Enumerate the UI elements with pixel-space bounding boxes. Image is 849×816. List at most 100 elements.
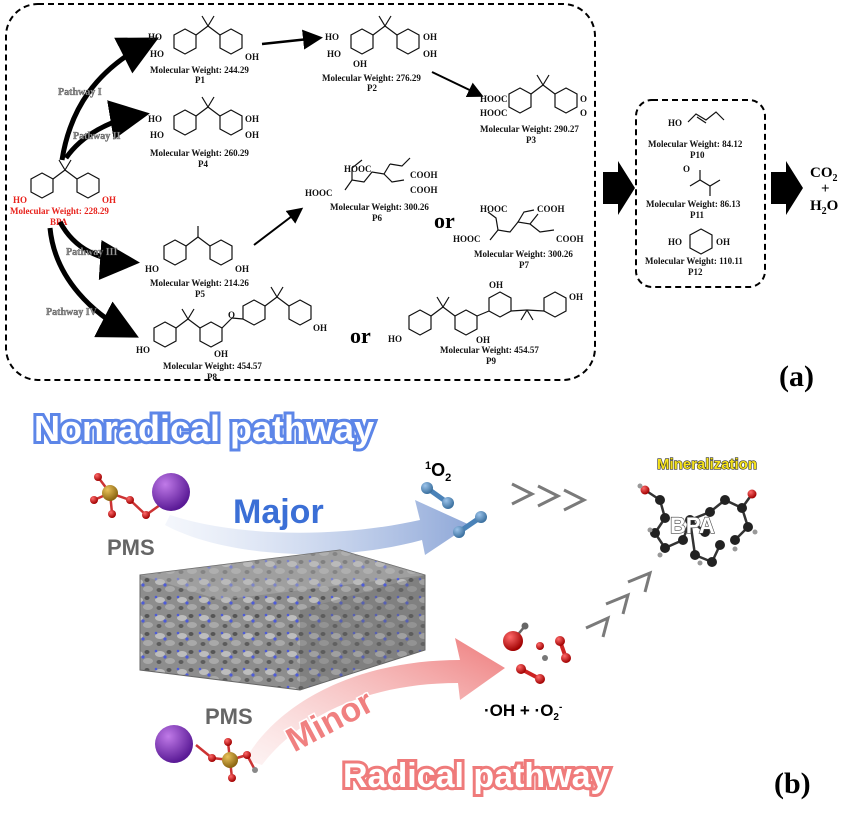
- plus-text: +: [821, 181, 830, 197]
- p7-mw: Molecular Weight: 300.26: [474, 249, 573, 259]
- p11-mw: Molecular Weight: 86.13: [646, 199, 741, 209]
- p5-to-p6-arrow: [253, 207, 304, 246]
- potassium-atom: [152, 473, 190, 511]
- p7-hooc-1: HOOC: [480, 204, 508, 214]
- p5-id: P5: [195, 289, 205, 299]
- p12-structure: [689, 228, 713, 255]
- p12-oh: OH: [716, 237, 730, 247]
- p12-mw: Molecular Weight: 110.11: [645, 256, 743, 266]
- p10-structure: [687, 111, 725, 124]
- p8-structure: [153, 286, 312, 348]
- bpa-structure: [30, 159, 100, 199]
- bpa-oh-label: OH: [102, 195, 116, 205]
- panel-b-label: (b): [774, 767, 811, 800]
- p9-oh-1: OH: [489, 280, 503, 290]
- p3-o-1: O: [580, 94, 587, 104]
- or-text-2: or: [350, 323, 371, 348]
- p1-ho-2: HO: [150, 49, 164, 59]
- p1-id: P1: [195, 75, 205, 85]
- p10-ho: HO: [668, 118, 682, 128]
- p3-hooc-1: HOOC: [480, 94, 508, 104]
- sulfur-atom: [102, 485, 118, 501]
- p4-id: P4: [198, 159, 208, 169]
- chevrons-top: [511, 482, 588, 512]
- p6-id: P6: [372, 213, 382, 223]
- p5-mw: Molecular Weight: 214.26: [150, 278, 249, 288]
- radical-label: Radical pathway: [343, 757, 610, 795]
- p9-structure: [408, 291, 567, 336]
- p2-ho-1: HO: [325, 32, 339, 42]
- p4-structure: [173, 96, 243, 136]
- p8-oh-2: OH: [313, 323, 327, 333]
- singlet-oxygen-label: 1O2: [425, 460, 451, 484]
- p1-ho-1: HO: [148, 32, 162, 42]
- bpa-mw: Molecular Weight: 228.29: [10, 206, 109, 216]
- p1-oh: OH: [245, 52, 259, 62]
- potassium-atom-2: [155, 725, 193, 763]
- p9-ho: HO: [388, 334, 402, 344]
- nonradical-label: Nonradical pathway: [34, 408, 374, 449]
- p2-oh-3: OH: [353, 59, 367, 69]
- p11-id: P11: [690, 210, 705, 220]
- singlet-oxygen-molecules: [421, 482, 487, 538]
- p6-cooh-1: COOH: [410, 170, 438, 180]
- p8-o: O: [228, 310, 235, 320]
- p8-mw: Molecular Weight: 454.57: [163, 361, 262, 371]
- co2-text: CO2: [810, 165, 838, 184]
- p8-ho: HO: [136, 345, 150, 355]
- panel-a-label: (a): [779, 360, 814, 393]
- p2-mw: Molecular Weight: 276.29: [322, 73, 421, 83]
- p1-structure: [173, 15, 243, 55]
- p6-hooc-1: HOOC: [344, 164, 372, 174]
- p3-structure: [508, 74, 578, 114]
- p6-mw: Molecular Weight: 300.26: [330, 202, 429, 212]
- pathway-4-arrow: [47, 227, 139, 338]
- minor-arrow: [245, 638, 505, 765]
- sulfur-atom-2: [222, 752, 238, 768]
- p6-structure: [344, 157, 411, 191]
- p7-cooh-2: COOH: [556, 234, 584, 244]
- p5-ho: HO: [145, 264, 159, 274]
- p11-o: O: [683, 164, 690, 174]
- big-arrow-1: [603, 161, 635, 215]
- p4-ho-1: HO: [148, 114, 162, 124]
- catalyst-foam: [139, 549, 426, 691]
- p10-mw: Molecular Weight: 84.12: [648, 139, 743, 149]
- p7-hooc-2: HOOC: [453, 234, 481, 244]
- p12-ho: HO: [668, 237, 682, 247]
- pms-top-molecule: [90, 473, 190, 519]
- pathway-3-label: Pathway III: [66, 247, 118, 258]
- p10-id: P10: [690, 150, 705, 160]
- pms-label-top: PMS: [107, 535, 155, 560]
- p9-oh-2: OH: [476, 335, 490, 345]
- p9-id: P9: [486, 356, 496, 366]
- p2-id: P2: [367, 83, 377, 93]
- bpa-ball-stick-model: [637, 483, 758, 567]
- pathway-4-label: Pathway IV: [46, 307, 98, 318]
- chevrons-bottom: [585, 570, 653, 638]
- radicals-label: ·OH + ·O2-: [484, 701, 562, 723]
- p1-to-p2-arrow: [261, 29, 323, 50]
- major-label: Major: [233, 493, 324, 531]
- p7-id: P7: [519, 260, 529, 270]
- p3-id: P3: [526, 135, 536, 145]
- p3-hooc-2: HOOC: [480, 108, 508, 118]
- pms-label-bottom: PMS: [205, 704, 253, 729]
- p9-mw: Molecular Weight: 454.57: [440, 345, 539, 355]
- p4-mw: Molecular Weight: 260.29: [150, 148, 249, 158]
- p3-mw: Molecular Weight: 290.27: [480, 124, 579, 134]
- panel-a: HO OH Molecular Weight: 228.29 BPA Pathw…: [5, 3, 838, 393]
- pathway-2-arrow: [63, 100, 150, 160]
- p11-structure: [689, 170, 721, 196]
- big-arrow-2: [771, 161, 803, 215]
- bpa-name: BPA: [50, 217, 68, 227]
- or-text-1: or: [434, 208, 455, 233]
- p8-id: P8: [207, 372, 217, 382]
- p2-oh-1: OH: [423, 32, 437, 42]
- bpa-model-label: BPA: [670, 513, 715, 538]
- p6-cooh-2: COOH: [410, 185, 438, 195]
- p4-ho-2: HO: [150, 130, 164, 140]
- pathway-2-label: Pathway II: [73, 131, 121, 142]
- p5-oh: OH: [235, 264, 249, 274]
- radical-molecules: [503, 622, 571, 684]
